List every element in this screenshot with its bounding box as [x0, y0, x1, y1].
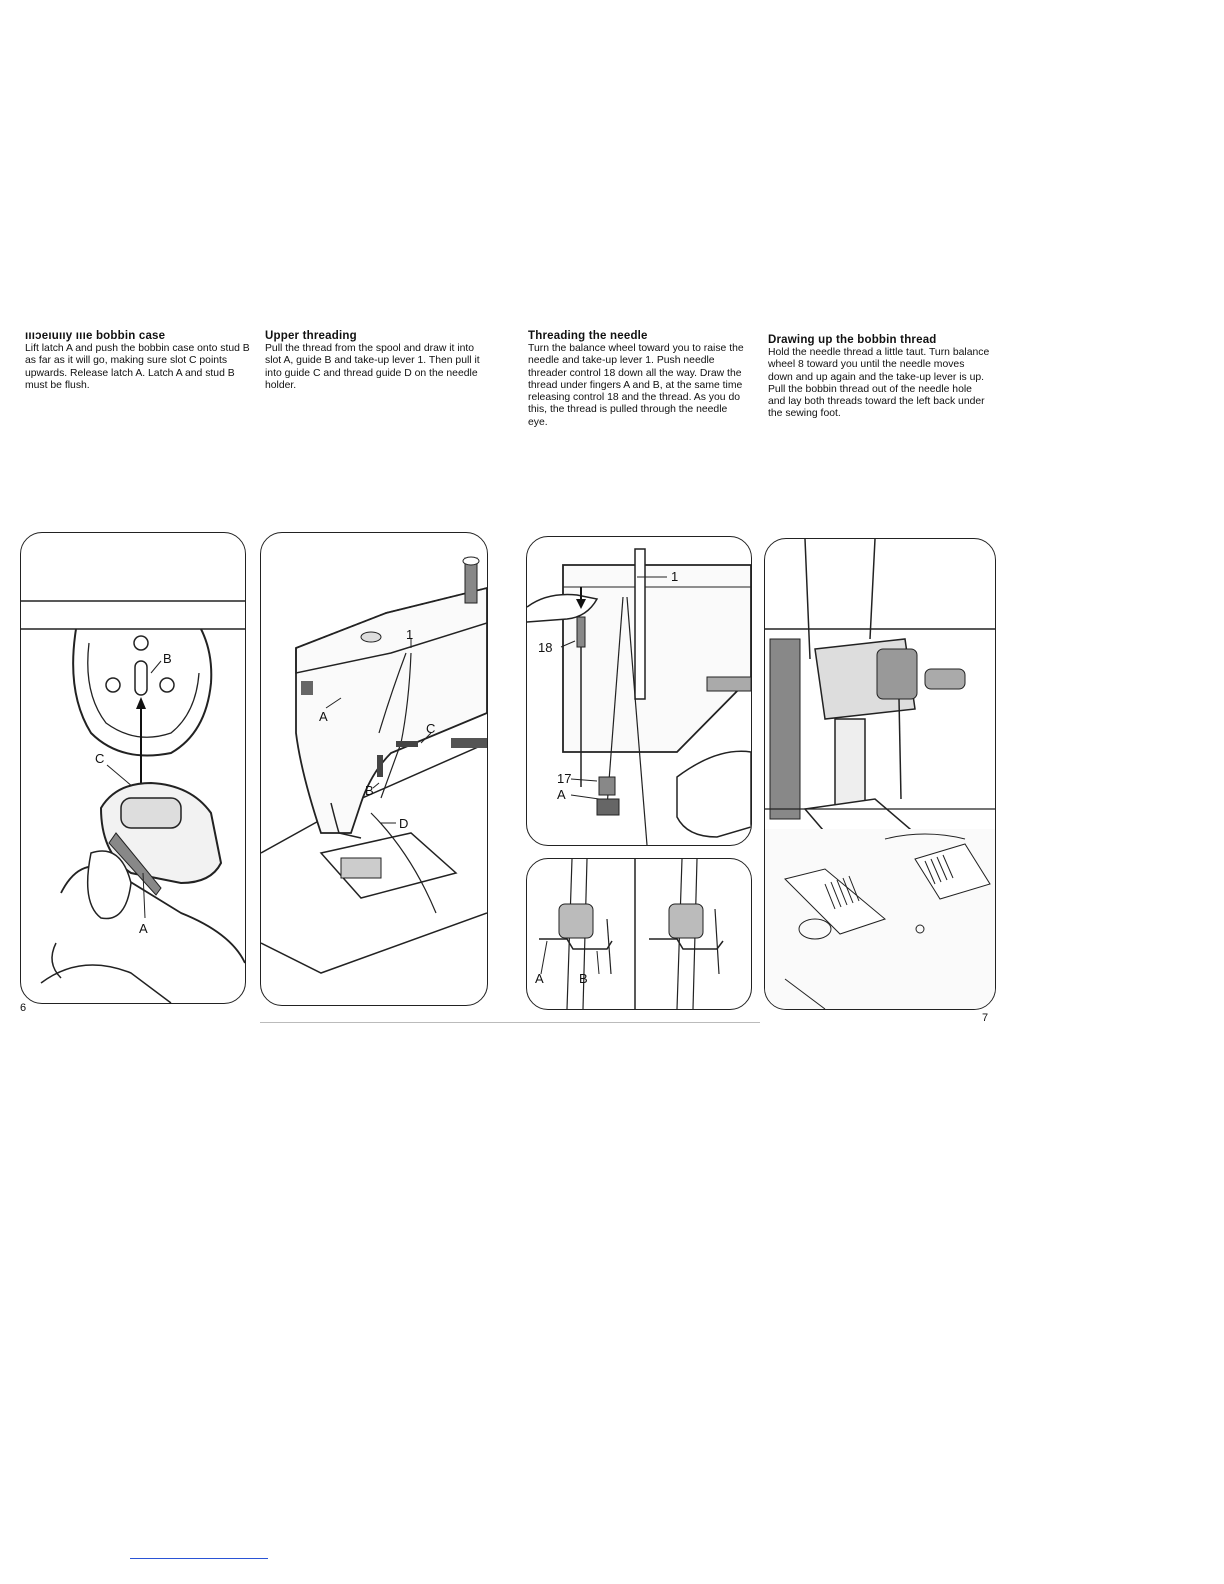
- figure-threader-fingers: A B: [526, 858, 752, 1010]
- label-18: 18: [538, 640, 552, 655]
- section-title: Threading the needle: [528, 330, 648, 342]
- section-threading-needle: Threading the needle Turn the balance wh…: [528, 330, 746, 429]
- threading-needle-illustration: 1 18 17 A: [527, 548, 751, 845]
- label-c: C: [426, 721, 435, 736]
- page-underline: [130, 1558, 268, 1559]
- label-17: 17: [557, 771, 571, 786]
- upper-threading-illustration: 1 A C B D: [261, 556, 487, 974]
- section-title: Drawing up the bobbin thread: [768, 334, 937, 346]
- section-body: Hold the needle thread a little taut. Tu…: [768, 347, 990, 420]
- section-body: Turn the balance wheel toward you to rai…: [528, 343, 744, 428]
- section-bobbin-case: ıııɔeıuııy ıııe bobbin case Lift latch A…: [25, 330, 253, 392]
- figure-upper-threading: 1 A C B D: [260, 532, 488, 1006]
- drawing-bobbin-thread-illustration: [765, 539, 995, 1009]
- section-bobbin-thread: Drawing up the bobbin thread Hold the ne…: [768, 334, 992, 421]
- section-title: Upper threading: [265, 330, 357, 342]
- figure-drawing-bobbin-thread: [764, 538, 996, 1010]
- figure-bobbin-case: B C A: [20, 532, 246, 1004]
- label-b: B: [365, 783, 374, 798]
- label-a: A: [139, 921, 148, 936]
- threader-fingers-illustration: A B: [535, 859, 724, 1009]
- label-1: 1: [671, 569, 678, 584]
- page-number-left: 6: [20, 1002, 27, 1014]
- label-1: 1: [406, 627, 413, 642]
- section-body: Pull the thread from the spool and draw …: [265, 343, 480, 391]
- label-a: A: [535, 971, 544, 986]
- label-a: A: [557, 787, 566, 802]
- label-c: C: [95, 751, 104, 766]
- bobbin-case-illustration: B C A: [21, 600, 245, 1003]
- section-title: ıııɔeıuııy ıııe bobbin case: [25, 330, 166, 342]
- label-d: D: [399, 816, 408, 831]
- figure-threading-needle: 1 18 17 A: [526, 536, 752, 846]
- label-a: A: [319, 709, 328, 724]
- page-rule: [260, 1022, 760, 1023]
- section-upper-threading: Upper threading Pull the thread from the…: [265, 330, 493, 392]
- label-b: B: [579, 971, 588, 986]
- label-b: B: [163, 651, 172, 666]
- section-body: Lift latch A and push the bobbin case on…: [25, 343, 250, 391]
- page-number-right: 7: [982, 1012, 989, 1024]
